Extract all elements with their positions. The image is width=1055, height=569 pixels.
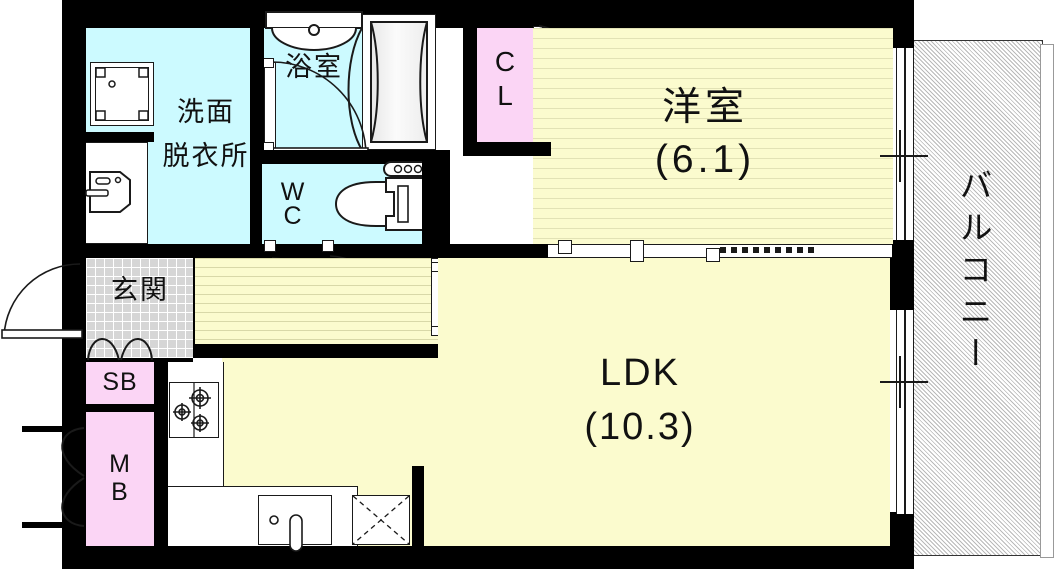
wall-entrance-sb [86,358,193,362]
toilet-door-jamb-right [322,240,334,252]
vanity-sink-icon [85,171,131,213]
bedroom-sash-handle-icon [880,155,928,157]
exterior-wall-right-upper [890,0,914,48]
wall-wc-right [422,150,436,258]
bathtub-icon [370,21,428,143]
wall-sb-right [154,358,168,404]
bath-label: 浴室 [285,52,343,83]
wall-bedroom-ldk-left [438,244,548,258]
wall-sb-mb [86,404,168,412]
entrance-area [86,258,193,358]
partition-stile-1 [558,240,572,254]
wall-wetblock-bottom [86,244,436,258]
shower-head-icon [265,11,363,51]
ldk-area-upper [438,258,890,362]
closet-label-line2: L [497,80,513,111]
partition-stile-3 [706,248,720,262]
bath-partition-curve [347,27,363,151]
closet-label-line1: C [494,46,516,77]
wall-closet-left [463,28,477,154]
ldk-sash-handle-icon [880,381,928,383]
wall-ldk-kitchen-stub [412,466,424,546]
exterior-wall-bottom [62,545,914,569]
entrance-door-swing-icon[interactable] [1,262,83,342]
balcony-label: バルコニー [954,168,993,378]
wall-mb-right [154,404,168,554]
kitchen-sink-faucet-icon [269,514,303,552]
washing-machine-pan-inner [95,67,149,121]
balcony-area [913,40,1043,556]
washing-machine-feet-icon [95,67,149,121]
ldk-area-label: (10.3) [584,406,696,448]
wall-hallway-bottom [193,344,438,358]
bedroom-name-label: 洋室 [661,85,748,130]
toilet-bowl-icon [334,161,433,231]
meterbox-doors-icon[interactable] [22,426,86,528]
washroom-label-line1: 洗面 [177,97,235,128]
bedroom-area [533,28,893,244]
shoebox-doors-icon[interactable] [86,326,154,362]
washroom-partition-stub [86,132,154,142]
ldk-balcony-sash-rail [904,310,906,514]
bedroom-area-label: (6.1) [654,138,756,181]
refrigerator-x-icon [352,495,410,545]
partition-stile-2 [630,240,644,262]
entrance-label: 玄関 [111,275,169,306]
ldk-name-label: LDK [600,352,680,394]
washroom-label-line2: 脱衣所 [162,141,250,172]
meterbox-area [86,412,154,546]
wall-bath-wc [262,150,436,164]
bath-door-swing-icon [271,61,369,157]
shoebox-area [86,362,154,404]
wall-washroom-bath [250,28,264,244]
mb-door-frame-top [62,412,86,426]
meterbox-label-line2: B [111,478,129,506]
partition-screen-dashes [720,247,816,253]
toilet-label-line1: W [280,178,306,206]
mb-door-frame-bottom [62,528,86,546]
toilet-label-line2: C [283,202,303,230]
wall-hall-bedroom [436,150,450,258]
meterbox-label-line1: M [109,450,131,478]
stove-burners-icon [173,382,211,438]
exterior-wall-right-mid [890,240,914,310]
shoebox-label: SB [102,368,138,396]
toilet-door-jamb-left [264,240,276,252]
wall-closet-bottom [463,142,551,156]
balcony-outer-frame [1040,44,1054,558]
hallway-area [193,258,438,344]
closet-area [477,28,533,154]
exterior-wall-top [62,0,914,28]
bedroom-balcony-sash-rail [904,48,906,240]
ldk-sash-handle-stem-icon [899,356,901,408]
bedroom-sash-handle-stem-icon [899,130,901,182]
